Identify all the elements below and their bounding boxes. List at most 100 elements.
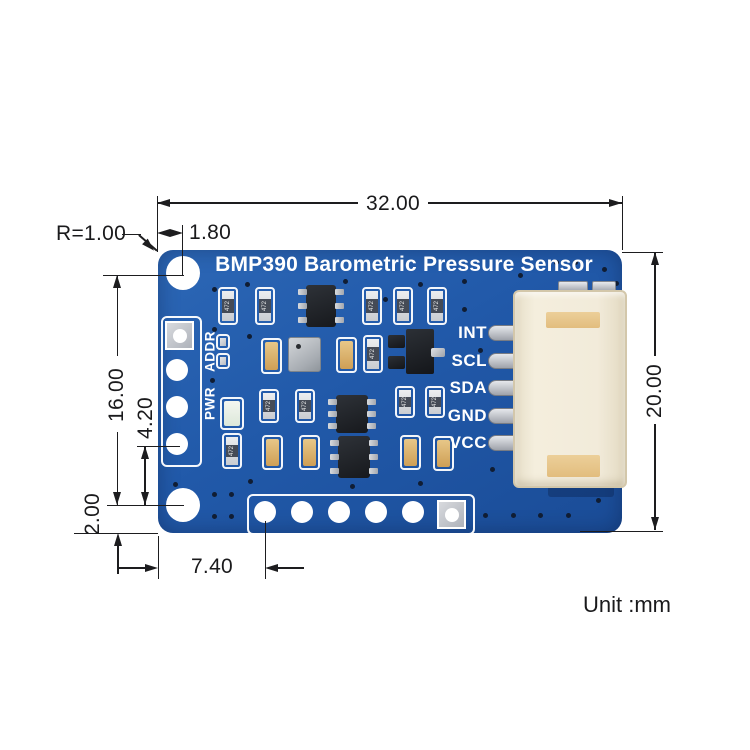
capacitor-body bbox=[404, 439, 417, 466]
capacitor bbox=[299, 435, 320, 470]
left-header-outline bbox=[161, 316, 202, 467]
resistor: 472 bbox=[425, 386, 445, 418]
silkscreen-label-pwr: PWR bbox=[202, 387, 218, 420]
dim-header-tail-right bbox=[276, 567, 304, 569]
transistor bbox=[388, 356, 405, 369]
bottom-header-outline bbox=[247, 494, 475, 535]
resistor-band: 472 bbox=[431, 299, 443, 313]
via-dot bbox=[483, 513, 488, 518]
pad-body bbox=[220, 357, 226, 365]
pin-label: VCC bbox=[449, 433, 487, 452]
via-dot bbox=[490, 467, 495, 472]
resistor-band: 472 bbox=[366, 299, 378, 313]
via-dot bbox=[229, 514, 234, 519]
capacitor-body bbox=[340, 341, 353, 369]
via-dot bbox=[212, 287, 217, 292]
via-dot bbox=[462, 307, 467, 312]
header-hole bbox=[166, 359, 188, 381]
via-dot bbox=[614, 281, 619, 286]
resistor-band: 472 bbox=[259, 299, 271, 313]
ic-pin bbox=[328, 423, 337, 429]
dim-height-arrow-top bbox=[650, 252, 659, 265]
dim-header-value: 7.40 bbox=[190, 555, 234, 578]
square-pad bbox=[437, 500, 466, 529]
transistor bbox=[388, 335, 405, 348]
dim-addr-value: 4.20 bbox=[134, 396, 157, 440]
via-dot bbox=[173, 482, 178, 487]
resistor-band: 472 bbox=[222, 299, 234, 313]
ic-pin bbox=[367, 423, 376, 429]
header-hole bbox=[365, 501, 387, 523]
resistor-band: 472 bbox=[399, 396, 411, 408]
dim-edge-left-value: 1.80 bbox=[189, 221, 232, 244]
dim-header-ext-right bbox=[264, 521, 267, 579]
solder-pad bbox=[216, 334, 230, 350]
ic-chip bbox=[298, 285, 344, 327]
via-dot bbox=[212, 492, 217, 497]
unit-note: Unit :mm bbox=[583, 592, 671, 617]
dim-header-ext-left bbox=[157, 536, 160, 579]
power-led bbox=[220, 397, 244, 430]
via-dot bbox=[573, 260, 578, 265]
resistor-body: 472 bbox=[399, 390, 411, 414]
resistor-body: 472 bbox=[429, 390, 441, 414]
dim-height-ext-bottom bbox=[580, 530, 663, 533]
via-dot bbox=[383, 297, 388, 302]
dim-width-value: 32.00 bbox=[365, 192, 421, 215]
capacitor bbox=[262, 435, 283, 470]
pin-label: GND bbox=[447, 406, 487, 425]
via-dot bbox=[462, 279, 467, 284]
ic-pin bbox=[369, 440, 378, 446]
capacitor bbox=[261, 338, 282, 374]
resistor: 472 bbox=[259, 389, 279, 423]
via-dot bbox=[511, 513, 516, 518]
dim-header-arrow-right bbox=[265, 563, 278, 572]
dim-width-line bbox=[157, 202, 358, 204]
via-dot bbox=[210, 378, 215, 383]
ic-pin bbox=[330, 468, 339, 474]
ic-pin bbox=[328, 399, 337, 405]
dim-bottom-arrow bbox=[113, 533, 122, 546]
dim-radius-leader bbox=[122, 233, 141, 236]
dim-addr-arrow-top bbox=[140, 446, 149, 459]
resistor-body: 472 bbox=[226, 437, 238, 465]
via-dot bbox=[247, 334, 252, 339]
header-hole bbox=[166, 396, 188, 418]
dim-addr-line bbox=[144, 446, 146, 505]
dim-height-arrow-bottom bbox=[650, 517, 659, 530]
resistor: 472 bbox=[295, 389, 315, 423]
resistor-code: 472 bbox=[265, 400, 272, 411]
dim-header-arrow-left bbox=[145, 563, 158, 572]
resistor-code: 472 bbox=[368, 300, 375, 311]
via-dot bbox=[566, 513, 571, 518]
solder-joint bbox=[431, 348, 445, 357]
ic-pin bbox=[369, 468, 378, 474]
via-dot bbox=[350, 484, 355, 489]
dim-width-arrow-right bbox=[609, 198, 622, 207]
led-body bbox=[224, 401, 240, 426]
resistor-band: 472 bbox=[299, 400, 311, 412]
pin-label: SCL bbox=[451, 351, 487, 370]
connector-slot-bottom bbox=[547, 455, 600, 477]
header-hole bbox=[291, 501, 313, 523]
via-dot bbox=[418, 282, 423, 287]
dim-height-value: 20.00 bbox=[643, 363, 666, 419]
connector-shadow bbox=[548, 486, 614, 497]
dim-height-ext-top bbox=[622, 251, 663, 254]
via-dot bbox=[554, 260, 559, 265]
resistor-body: 472 bbox=[367, 339, 379, 369]
pin-label: INT bbox=[458, 323, 487, 342]
header-hole bbox=[166, 433, 188, 455]
ic-pin bbox=[335, 317, 344, 323]
resistor-band: 472 bbox=[367, 347, 379, 361]
capacitor bbox=[400, 435, 421, 470]
capacitor-body bbox=[265, 342, 278, 370]
via-dot bbox=[518, 273, 523, 278]
connector-slot-top bbox=[546, 312, 600, 328]
resistor-band: 472 bbox=[429, 396, 441, 408]
resistor-code: 472 bbox=[301, 400, 308, 411]
ic-pin bbox=[367, 399, 376, 405]
via-dot bbox=[596, 498, 601, 503]
pad-body bbox=[220, 338, 226, 346]
resistor: 472 bbox=[363, 335, 383, 373]
